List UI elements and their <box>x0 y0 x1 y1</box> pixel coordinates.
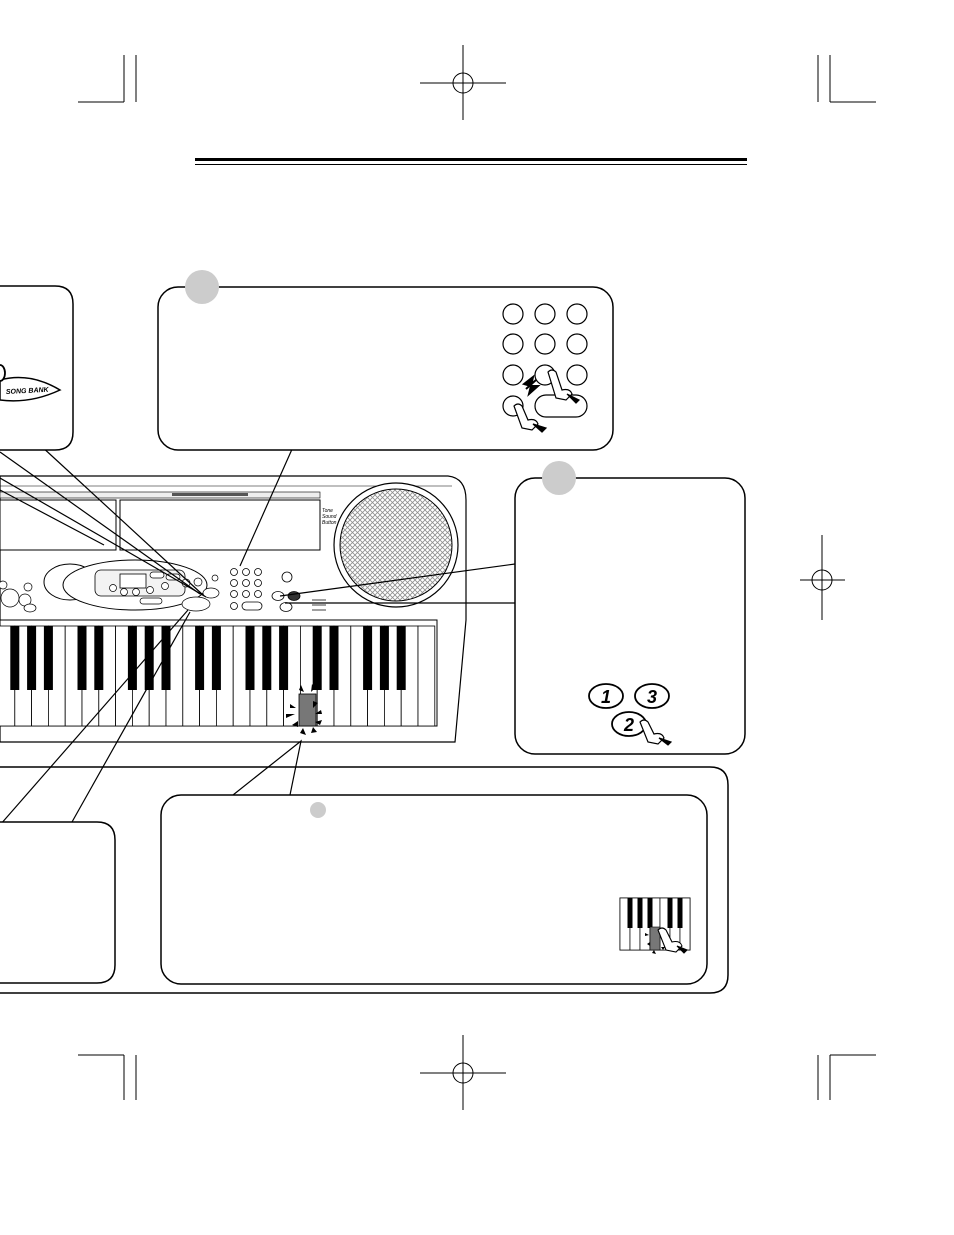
black-key <box>211 626 221 690</box>
numeric-keypad-diagram <box>502 303 588 418</box>
mini-keyboard-diagram <box>619 897 691 954</box>
speaker-label-line-3: Button <box>322 520 337 526</box>
white-key <box>417 625 436 727</box>
callout-left-top: SONG BANK <box>0 285 74 451</box>
black-key <box>627 898 633 928</box>
black-key <box>77 626 87 690</box>
pointing-hand-icon <box>639 719 673 746</box>
step-marker-key <box>310 802 326 818</box>
speaker-grille <box>333 482 459 608</box>
speaker-label-line-1: Tone <box>322 508 333 514</box>
song-bank-logo-text: SONG BANK <box>6 387 50 396</box>
black-keys <box>10 626 406 690</box>
leader-lines <box>0 444 516 826</box>
registration-mark-right <box>800 535 845 620</box>
black-key <box>245 626 255 690</box>
black-key <box>27 626 37 690</box>
black-key <box>279 626 289 690</box>
black-key <box>647 898 653 928</box>
step-marker-keypad <box>185 270 219 304</box>
header-rule <box>195 158 747 165</box>
black-key <box>379 626 389 690</box>
black-key <box>144 626 154 690</box>
black-key <box>329 626 339 690</box>
crop-marks <box>78 55 876 1100</box>
black-key <box>667 898 673 928</box>
step-marker-track <box>542 461 576 495</box>
panel-keypad <box>230 568 293 611</box>
black-key <box>677 898 683 928</box>
track-button-1-label: 1 <box>601 687 611 707</box>
track-button-2-label: 2 <box>623 715 634 735</box>
track-button-3-label: 3 <box>647 687 657 707</box>
arrow-icon <box>521 374 541 397</box>
callout-keypad <box>157 270 614 451</box>
track-button-3: 3 <box>634 683 670 709</box>
callout-track-buttons: 1 3 2 <box>514 461 746 755</box>
black-key <box>10 626 20 690</box>
keyboard-illustration: Tone Sound Button <box>0 475 467 743</box>
black-key <box>161 626 171 690</box>
track-button-1: 1 <box>588 683 624 709</box>
outer-frame-bottom <box>0 766 729 994</box>
callout-key-press <box>160 794 708 985</box>
black-key <box>396 626 406 690</box>
black-key <box>637 898 643 928</box>
highlighted-key <box>298 693 317 727</box>
black-key <box>43 626 53 690</box>
pointing-hand-icon <box>513 369 581 433</box>
black-key <box>195 626 205 690</box>
black-key <box>262 626 272 690</box>
registration-mark-bottom <box>420 1035 506 1110</box>
registration-mark-top <box>420 45 506 120</box>
black-key <box>363 626 373 690</box>
speaker-label-line-2: Sound <box>322 514 337 520</box>
song-bank-logo: SONG BANK <box>0 364 62 402</box>
black-key <box>94 626 104 690</box>
black-key <box>312 626 322 690</box>
black-key <box>127 626 137 690</box>
callout-left-bottom <box>0 821 116 984</box>
